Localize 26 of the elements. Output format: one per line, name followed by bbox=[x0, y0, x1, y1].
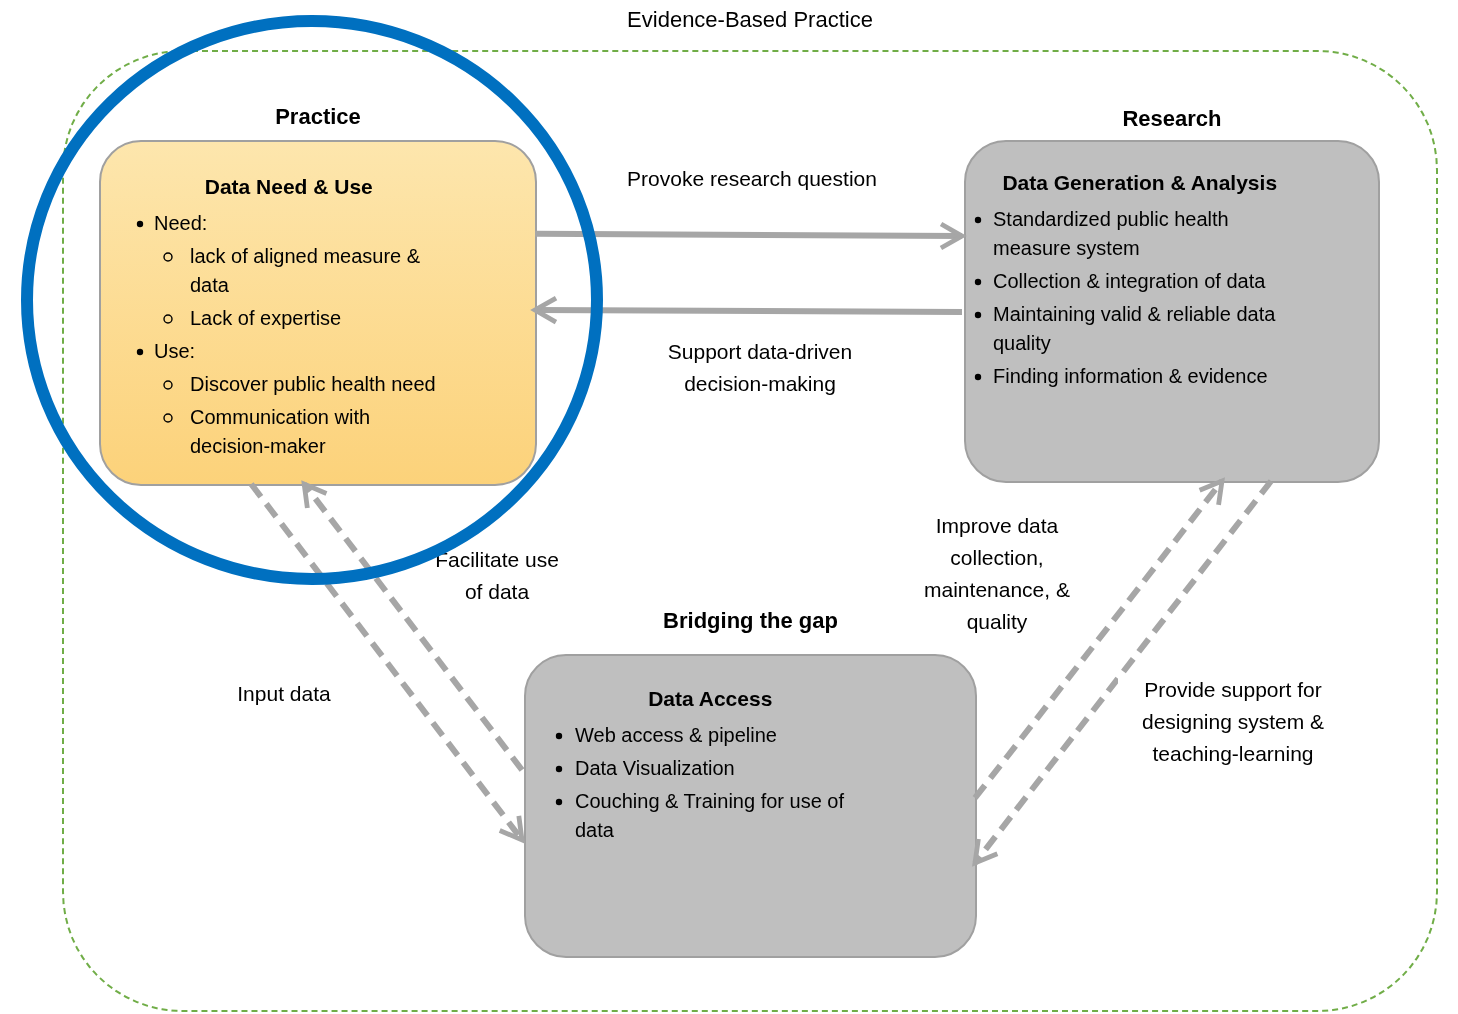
bullet-item: Collection & integration of data bbox=[993, 270, 1266, 292]
arrow bbox=[248, 482, 525, 843]
bullet-item: Use: bbox=[154, 340, 196, 362]
arrow bbox=[301, 481, 525, 772]
box-title: Data Access bbox=[647, 686, 774, 712]
arrow bbox=[972, 478, 1225, 800]
arrow bbox=[532, 295, 962, 325]
arrow bbox=[534, 221, 965, 251]
sub-bullet-item: Discover public health need bbox=[190, 373, 436, 395]
arrow bbox=[972, 479, 1274, 866]
bullet-item: Data Visualization bbox=[575, 757, 735, 779]
sub-bullet-item: lack of aligned measure & data bbox=[190, 245, 421, 296]
box-title: Data Generation & Analysis bbox=[1001, 170, 1279, 196]
bullet-item: Couching & Training for use of data bbox=[575, 790, 845, 841]
sub-bullet-item: Lack of expertise bbox=[190, 307, 342, 329]
box-title: Data Need & Use bbox=[203, 174, 374, 200]
section-heading: Bridging the gap bbox=[663, 607, 838, 635]
sub-bullet-item: Communication with decision-maker bbox=[190, 406, 371, 457]
region-title: Evidence-Based Practice bbox=[627, 6, 873, 34]
bullet-item: Need: bbox=[154, 212, 208, 234]
bullet-item: Finding information & evidence bbox=[993, 365, 1268, 387]
section-heading: Practice bbox=[275, 103, 361, 131]
bullet-item: Web access & pipeline bbox=[575, 724, 777, 746]
bullet-item: Maintaining valid & reliable data quality bbox=[993, 303, 1276, 354]
section-heading: Research bbox=[1122, 105, 1222, 133]
bullet-item: Standardized public health measure system bbox=[993, 208, 1229, 259]
